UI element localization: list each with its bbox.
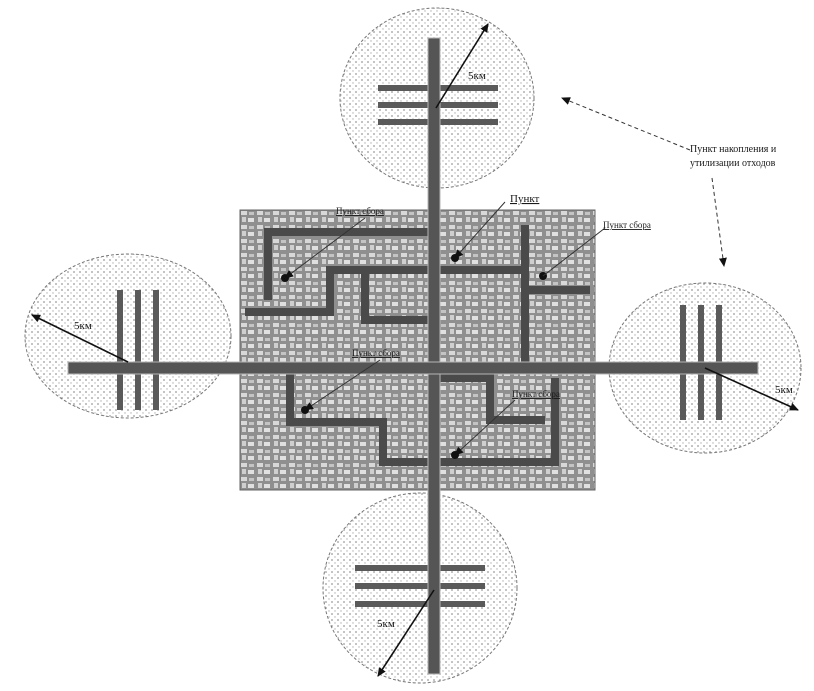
leader-lines [284,97,727,456]
leader-collection-5 [454,399,516,456]
city-area [239,209,596,491]
disposal-site-west [24,253,232,419]
disposal-strips [117,85,722,607]
distance-label-west: 5км [74,320,92,332]
distance-arrows [31,23,799,677]
leader-collection-4 [304,359,381,411]
main-roads [67,37,759,675]
labels: Пункт накопления и утилизации отходов 5к… [74,70,793,630]
arrow-east [704,367,799,411]
strips-south [355,565,485,607]
strips-west [117,290,159,410]
distance-label-east: 5км [775,384,793,396]
distance-label-north: 5км [468,70,486,82]
leader-disposal-east [711,177,727,267]
leader-collection-1 [284,217,366,279]
arrow-south [377,589,435,677]
road-vertical [427,37,441,675]
leader-disposal-north [561,97,691,151]
route-sw [286,365,559,466]
collection-point-label: Пункт сбора [512,389,560,399]
collection-point-label: Пункт сбора [603,220,651,230]
leader-collection-2 [454,201,506,259]
disposal-point-label-line2: утилизации отходов [690,158,776,169]
collection-point-label: Пункт [510,193,540,205]
route-se [432,374,545,424]
arrow-west [31,314,129,363]
disposal-sites [24,7,802,684]
route-center [361,270,432,324]
road-horizontal [67,361,759,375]
disposal-point-label-line1: Пункт накопления и [690,144,777,155]
leader-collection-3 [542,227,606,277]
collection-point-label: Пункт сбора [352,348,400,358]
arrow-north [435,23,489,109]
route-nw [264,228,432,300]
collection-point-label: Пункт сбора [336,206,384,216]
distance-label-south: 5км [377,618,395,630]
